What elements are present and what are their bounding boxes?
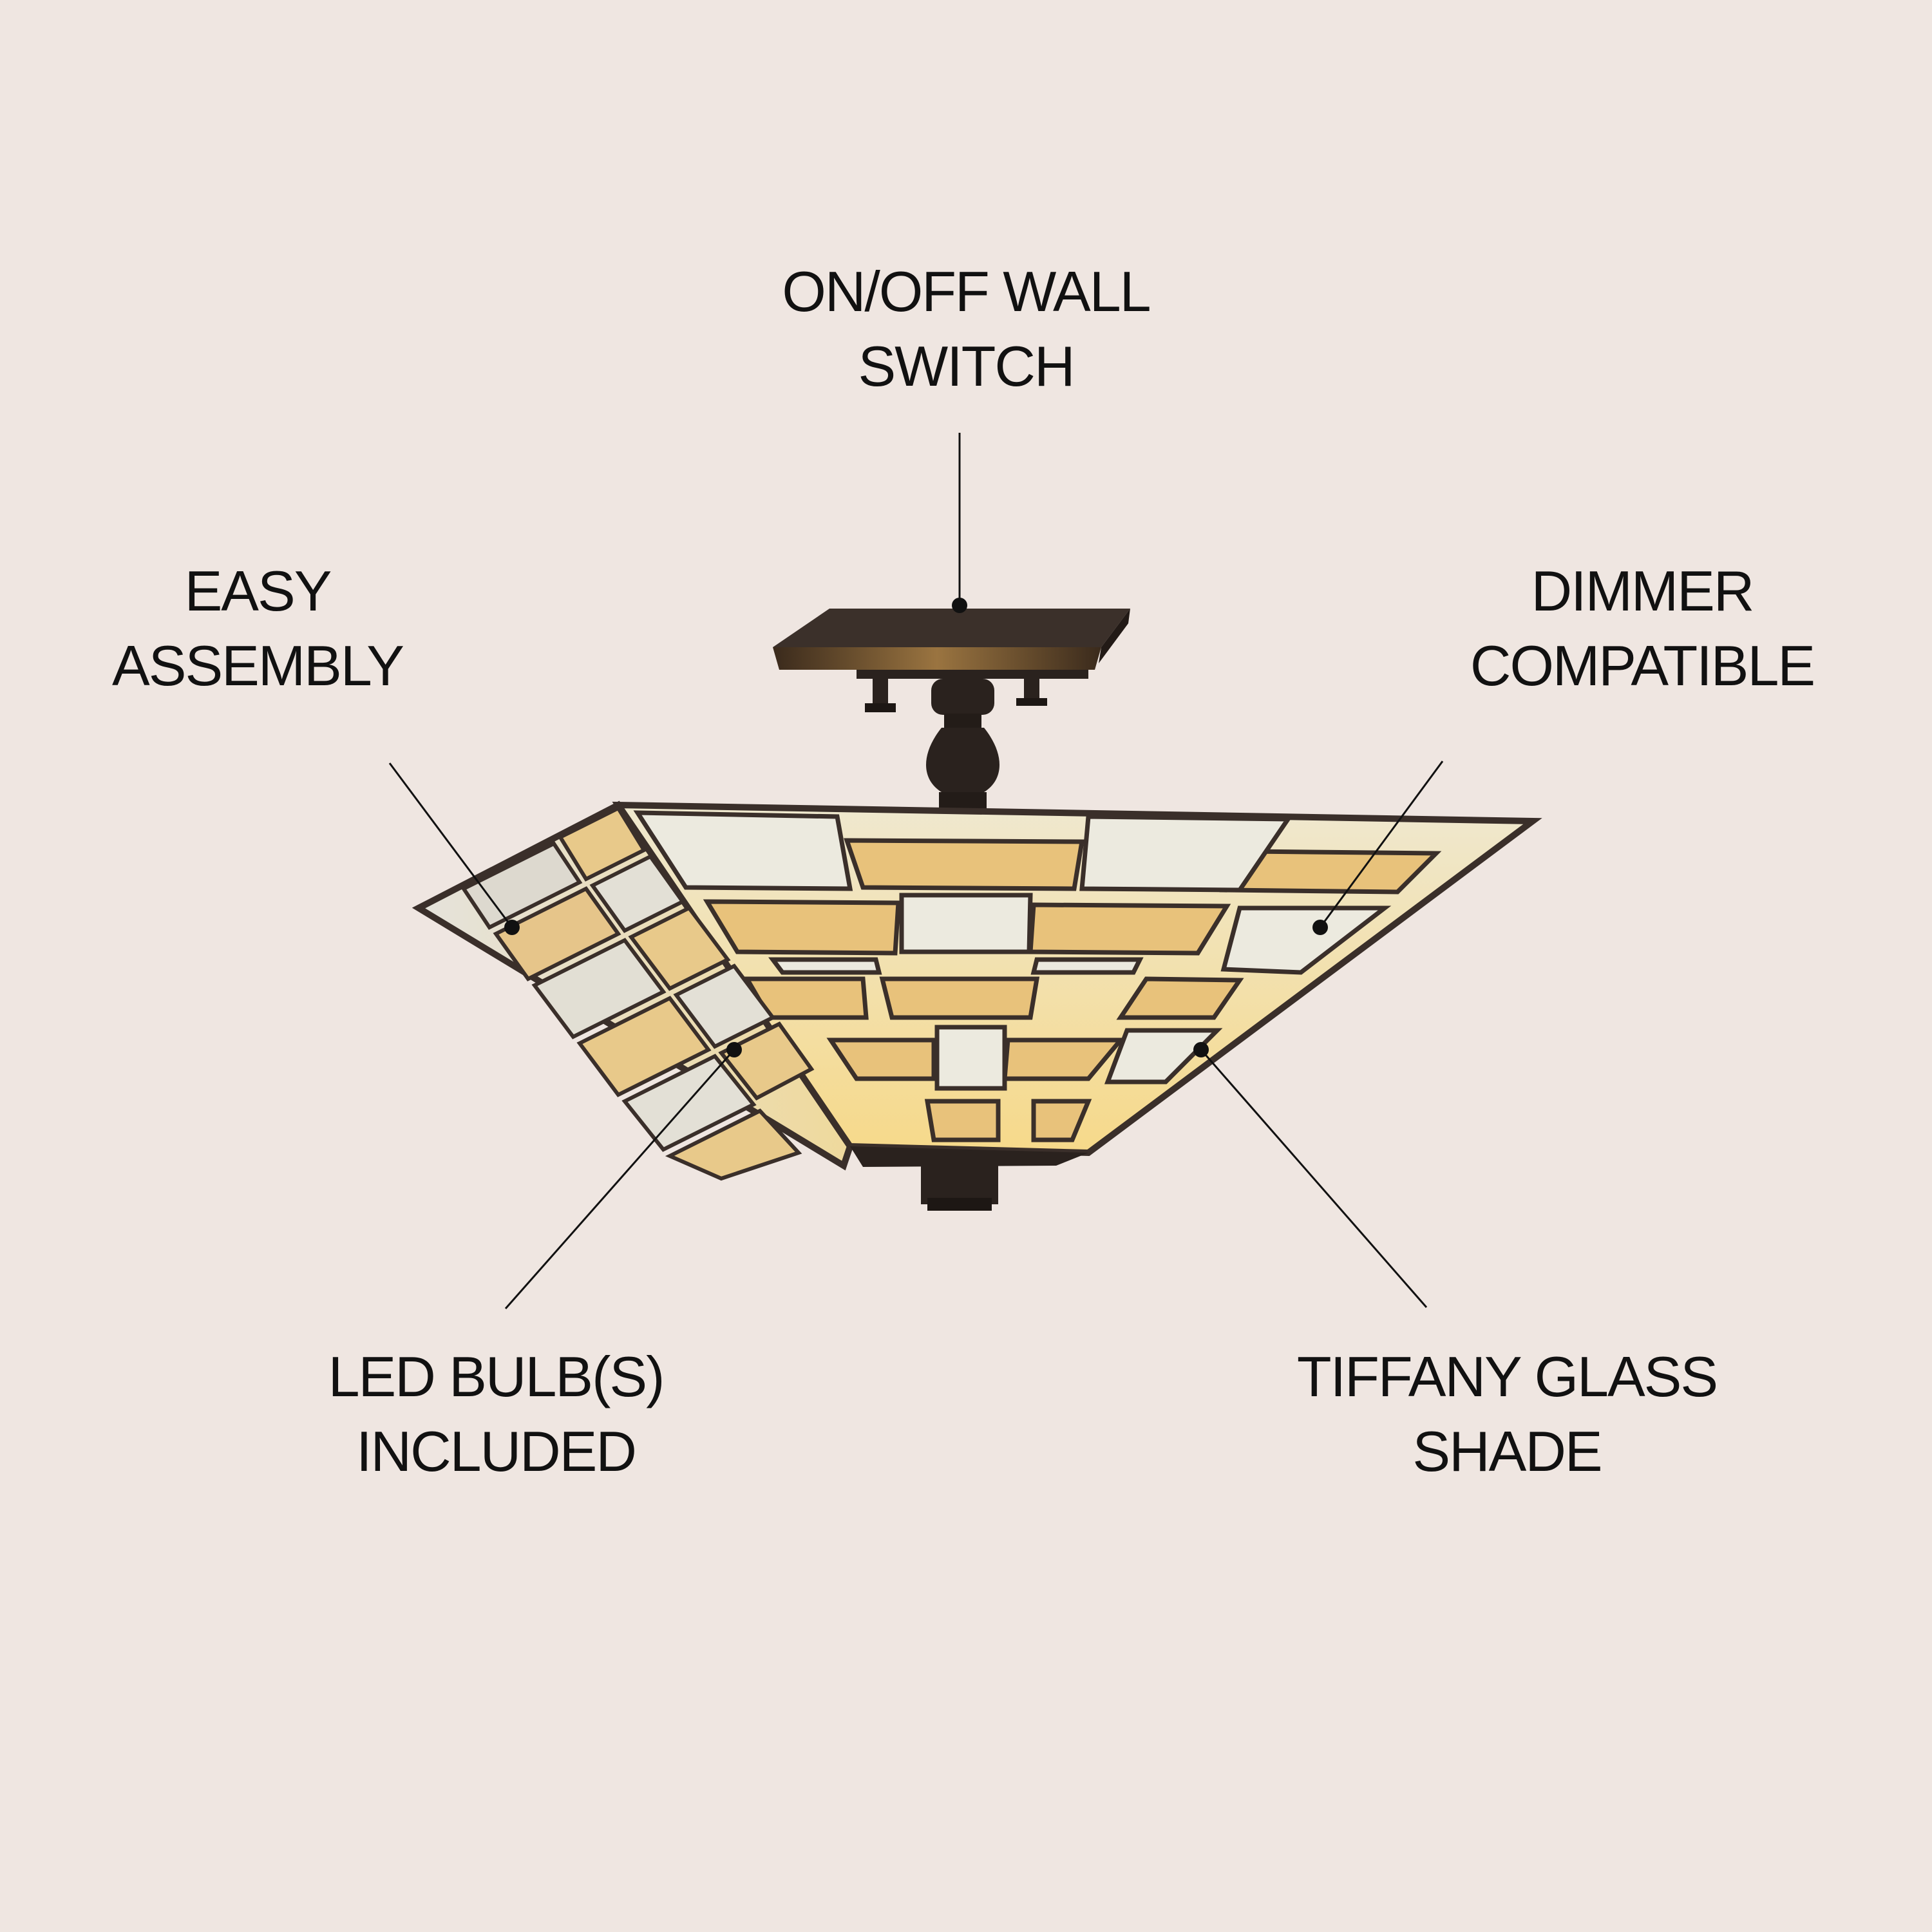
tiffany-glass-shade [412, 800, 1542, 1211]
callout-easy-assembly: EASY ASSEMBLY [64, 554, 451, 703]
ceiling-canopy [773, 609, 1130, 712]
callout-text-line: LED BULB(S) [328, 1345, 665, 1408]
leader-dot-tiffany [1193, 1042, 1209, 1057]
leader-dot-dimmer [1312, 920, 1328, 935]
glass-tile-white [633, 810, 1392, 1091]
callout-text-line: EASY [184, 559, 332, 623]
glass-tile-amber [703, 838, 1442, 1142]
callout-text-line: ON/OFF WALL [782, 260, 1151, 323]
callout-text-line: COMPATIBLE [1470, 634, 1815, 697]
leader-dot-easy [504, 920, 520, 935]
callout-text-line: SWITCH [858, 334, 1075, 398]
callout-text-line: SHADE [1412, 1419, 1602, 1483]
leader-dot-led [726, 1042, 742, 1057]
lamp-stem [926, 679, 999, 814]
leader-dots [504, 598, 1328, 1057]
leader-line-dimmer [1319, 761, 1444, 928]
glass-tile-side [460, 806, 815, 1181]
lamp-finial [921, 1159, 998, 1204]
leader-line-led [504, 1049, 735, 1309]
callout-text-line: DIMMER [1531, 559, 1755, 623]
callout-tiffany-glass-shade: TIFFANY GLASS SHADE [1236, 1340, 1777, 1489]
callout-text-line: ASSEMBLY [112, 634, 404, 697]
leader-line-easy [388, 762, 513, 928]
callout-dimmer-compatible: DIMMER COMPATIBLE [1417, 554, 1868, 703]
callout-text-line: TIFFANY GLASS [1296, 1345, 1718, 1408]
callout-on-off-wall-switch: ON/OFF WALL SWITCH [708, 254, 1224, 404]
leader-lines [388, 433, 1444, 1309]
leader-line-tiffany [1200, 1049, 1428, 1308]
callout-led-bulbs-included: LED BULB(S) INCLUDED [270, 1340, 721, 1489]
leader-dot-switch [952, 598, 967, 613]
callout-text-line: INCLUDED [356, 1419, 637, 1483]
